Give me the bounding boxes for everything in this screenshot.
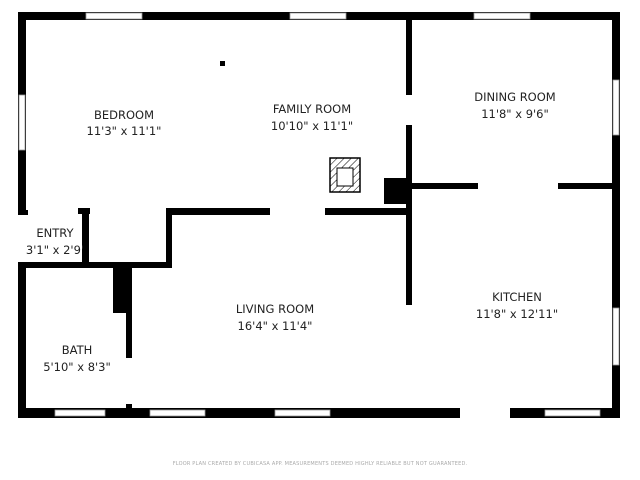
room-bath: BATH 5'10" x 8'3" (43, 343, 111, 374)
room-dining-room: DINING ROOM 11'8" x 9'6" (474, 90, 555, 121)
footer-disclaimer: FLOOR PLAN CREATED BY CUBICASA APP. MEAS… (173, 461, 468, 467)
room-dimensions: 16'4" x 11'4" (238, 319, 313, 333)
room-name: LIVING ROOM (236, 302, 314, 316)
windows (18, 12, 620, 417)
room-dimensions: 11'8" x 9'6" (481, 107, 549, 121)
room-living-room: LIVING ROOM 16'4" x 11'4" (236, 302, 314, 333)
room-dimensions: 5'10" x 8'3" (43, 360, 111, 374)
room-dimensions: 11'8" x 12'11" (476, 307, 558, 321)
room-name: DINING ROOM (474, 90, 555, 104)
room-entry: ENTRY 3'1" x 2'9' (26, 226, 84, 257)
room-dimensions: 10'10" x 11'1" (271, 119, 353, 133)
room-name: ENTRY (36, 226, 74, 240)
room-bedroom: BEDROOM 11'3" x 11'1" (87, 108, 162, 138)
room-kitchen: KITCHEN 11'8" x 12'11" (476, 290, 558, 321)
room-dimensions: 11'3" x 11'1" (87, 124, 162, 138)
room-name: KITCHEN (492, 290, 542, 304)
walls (18, 12, 620, 418)
room-name: BEDROOM (94, 108, 154, 122)
room-family-room: FAMILY ROOM 10'10" x 11'1" (271, 102, 353, 133)
room-name: BATH (62, 343, 93, 357)
fireplace-inner (336, 167, 354, 187)
room-name: FAMILY ROOM (273, 102, 351, 116)
room-dimensions: 3'1" x 2'9' (26, 243, 84, 257)
